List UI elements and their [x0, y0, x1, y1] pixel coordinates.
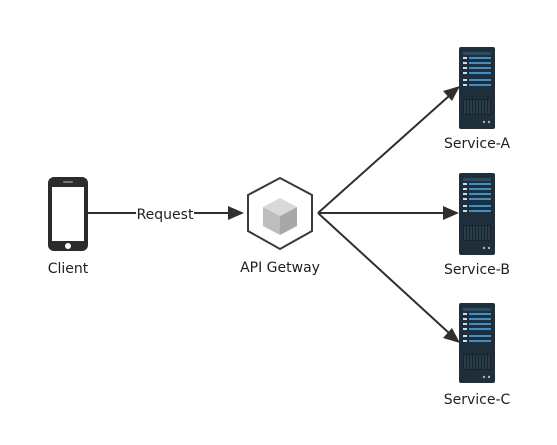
- server-icon: [459, 303, 495, 383]
- node-label-client: Client: [48, 261, 89, 277]
- node-label-gateway: API Getway: [240, 260, 320, 276]
- node-service-a: Service-A: [444, 47, 510, 152]
- node-service-c: Service-C: [444, 303, 511, 408]
- cube-hexagon-icon: [247, 176, 313, 251]
- server-icon: [459, 173, 495, 255]
- node-client: Client: [48, 177, 89, 277]
- node-label-service-a: Service-A: [444, 136, 510, 152]
- edge-gateway-to-service-b: [318, 206, 459, 220]
- edge-client-to-gateway: Request: [88, 206, 244, 223]
- node-service-b: Service-B: [444, 173, 510, 278]
- edge-gateway-to-service-c: [317, 212, 460, 343]
- node-gateway: API Getway: [240, 176, 320, 276]
- server-icon: [459, 47, 495, 129]
- edge-label-request: Request: [137, 207, 194, 223]
- node-label-service-c: Service-C: [444, 392, 511, 408]
- edge-gateway-to-service-a: [317, 86, 460, 214]
- node-label-service-b: Service-B: [444, 262, 510, 278]
- smartphone-icon: [48, 177, 88, 251]
